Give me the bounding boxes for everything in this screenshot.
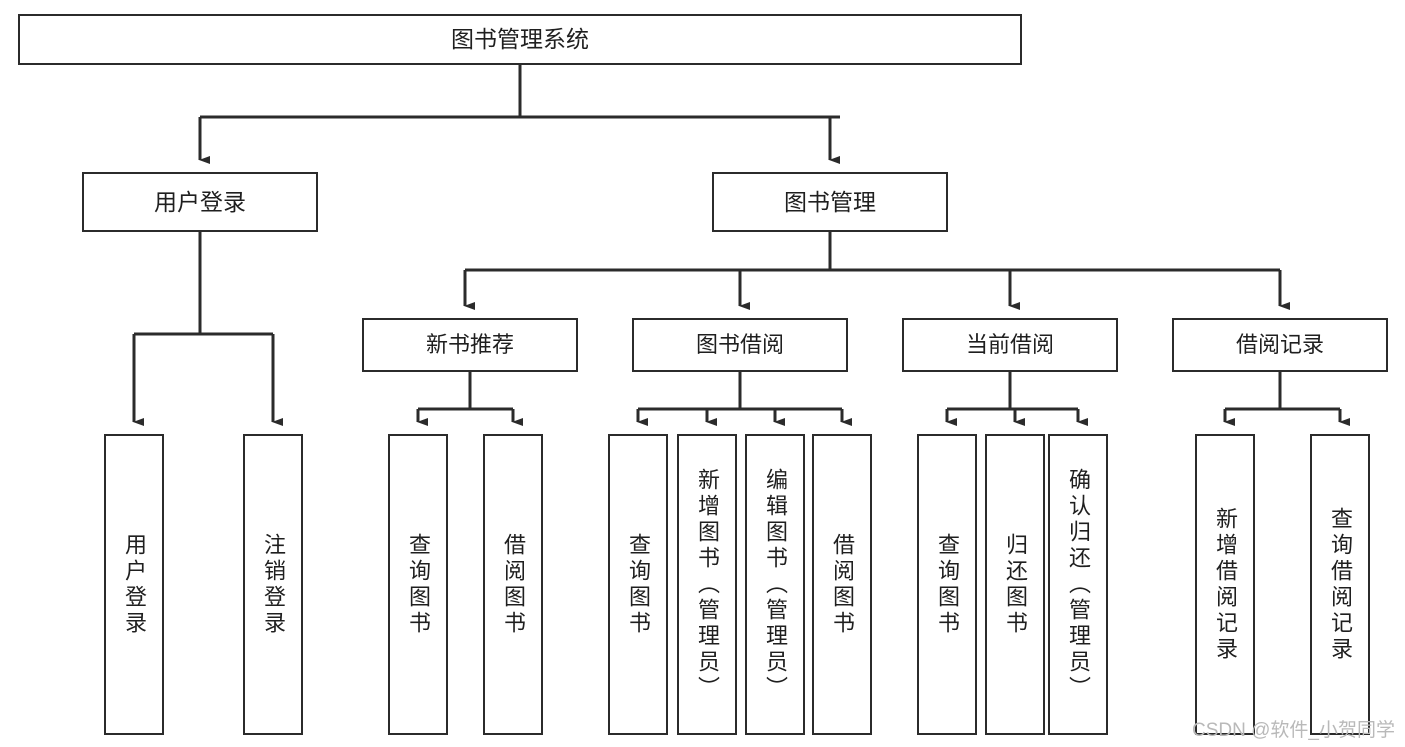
node-leaf-add-record-label: 新增借阅记录 xyxy=(1213,506,1238,663)
node-leaf-return-book[interactable]: 归还图书 xyxy=(985,434,1045,735)
node-user-login-label: 用户登录 xyxy=(154,188,246,215)
node-leaf-return-book-label: 归还图书 xyxy=(1003,532,1028,637)
node-leaf-query-record[interactable]: 查询借阅记录 xyxy=(1310,434,1370,735)
node-leaf-user-login[interactable]: 用户登录 xyxy=(104,434,164,735)
node-leaf-user-login-label: 用户登录 xyxy=(122,532,147,637)
node-leaf-borrow-book-2[interactable]: 借阅图书 xyxy=(812,434,872,735)
node-leaf-query-book-1-label: 查询图书 xyxy=(406,532,431,637)
node-borrow-record-label: 借阅记录 xyxy=(1235,332,1324,358)
node-leaf-logout-label: 注销登录 xyxy=(261,532,286,637)
node-leaf-borrow-book-2-label: 借阅图书 xyxy=(830,532,855,637)
node-leaf-add-book[interactable]: 新增图书（管理员） xyxy=(677,434,737,735)
node-leaf-confirm-return[interactable]: 确认归还（管理员） xyxy=(1048,434,1108,735)
node-current-borrow-label: 当前借阅 xyxy=(965,332,1054,358)
node-leaf-borrow-book-1-label: 借阅图书 xyxy=(501,532,526,637)
node-book-manage[interactable]: 图书管理 xyxy=(712,172,948,232)
node-new-book-recommend[interactable]: 新书推荐 xyxy=(362,318,578,372)
node-leaf-query-book-1[interactable]: 查询图书 xyxy=(388,434,448,735)
node-leaf-query-book-2[interactable]: 查询图书 xyxy=(608,434,668,735)
node-book-manage-label: 图书管理 xyxy=(784,188,876,215)
node-leaf-edit-book[interactable]: 编辑图书（管理员） xyxy=(745,434,805,735)
node-current-borrow[interactable]: 当前借阅 xyxy=(902,318,1118,372)
node-root[interactable]: 图书管理系统 xyxy=(18,14,1022,65)
node-leaf-query-record-label: 查询借阅记录 xyxy=(1328,506,1353,663)
node-book-borrow-label: 图书借阅 xyxy=(695,332,784,358)
node-leaf-add-book-label: 新增图书（管理员） xyxy=(695,467,720,702)
node-leaf-query-book-2-label: 查询图书 xyxy=(626,532,651,637)
node-new-book-recommend-label: 新书推荐 xyxy=(425,332,514,358)
node-leaf-borrow-book-1[interactable]: 借阅图书 xyxy=(483,434,543,735)
node-borrow-record[interactable]: 借阅记录 xyxy=(1172,318,1388,372)
node-book-borrow[interactable]: 图书借阅 xyxy=(632,318,848,372)
node-user-login[interactable]: 用户登录 xyxy=(82,172,318,232)
node-root-label: 图书管理系统 xyxy=(451,26,589,53)
node-leaf-query-book-3-label: 查询图书 xyxy=(935,532,960,637)
node-leaf-confirm-return-label: 确认归还（管理员） xyxy=(1066,467,1091,702)
node-leaf-logout[interactable]: 注销登录 xyxy=(243,434,303,735)
node-leaf-query-book-3[interactable]: 查询图书 xyxy=(917,434,977,735)
csdn-watermark: CSDN @软件_小贺同学 xyxy=(1192,720,1395,741)
node-leaf-edit-book-label: 编辑图书（管理员） xyxy=(763,467,788,702)
node-leaf-add-record[interactable]: 新增借阅记录 xyxy=(1195,434,1255,735)
